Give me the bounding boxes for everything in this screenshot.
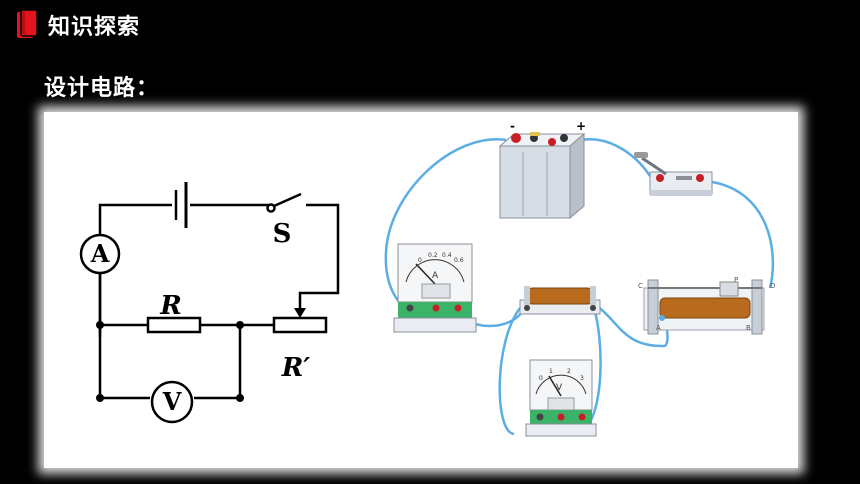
svg-text:D: D: [770, 282, 775, 290]
rheostat-label: R′: [281, 353, 311, 383]
content-panel: A V S R R′: [44, 112, 798, 468]
slider-arrow: [294, 308, 306, 318]
svg-text:V: V: [556, 383, 563, 393]
resistor-label: R: [159, 291, 182, 321]
svg-text:0.2: 0.2: [428, 252, 438, 259]
svg-text:B: B: [746, 324, 751, 332]
svg-text:0: 0: [418, 257, 422, 264]
ammeter-symbol: A: [79, 233, 121, 275]
svg-text:A: A: [432, 271, 439, 281]
sliding-rheostat-device: C P A B D: [638, 276, 775, 335]
voltmeter-device: 0 1 2 3 V: [525, 359, 597, 437]
ammeter-device: 0 0.2 0.4 0.6 A: [393, 243, 477, 333]
circuit-schematic: [98, 182, 340, 400]
svg-text:2: 2: [567, 368, 571, 375]
book-icon: [16, 9, 38, 40]
svg-text:3: 3: [580, 375, 584, 382]
svg-text:A: A: [90, 239, 110, 268]
section-title: 知识探索: [48, 15, 141, 40]
switch-label: S: [273, 219, 292, 249]
page-subtitle: 设计电路：: [44, 76, 160, 101]
svg-text:V: V: [162, 387, 182, 416]
knife-switch: [634, 152, 713, 196]
circuit-illustration: A V S R R′: [79, 119, 775, 437]
svg-text:1: 1: [549, 368, 553, 375]
svg-text:P: P: [734, 276, 738, 284]
fixed-resistor-device: [519, 286, 601, 315]
svg-text:-: -: [510, 119, 515, 133]
svg-text:0: 0: [539, 375, 543, 382]
svg-text:0.6: 0.6: [454, 257, 464, 264]
svg-text:A: A: [656, 324, 661, 332]
svg-text:C: C: [638, 282, 643, 290]
svg-text:0.4: 0.4: [442, 252, 452, 259]
svg-text:+: +: [576, 119, 586, 133]
section-header: 知识探索: [16, 8, 140, 42]
battery-pack: - +: [498, 119, 586, 220]
voltmeter-symbol: V: [150, 380, 194, 424]
